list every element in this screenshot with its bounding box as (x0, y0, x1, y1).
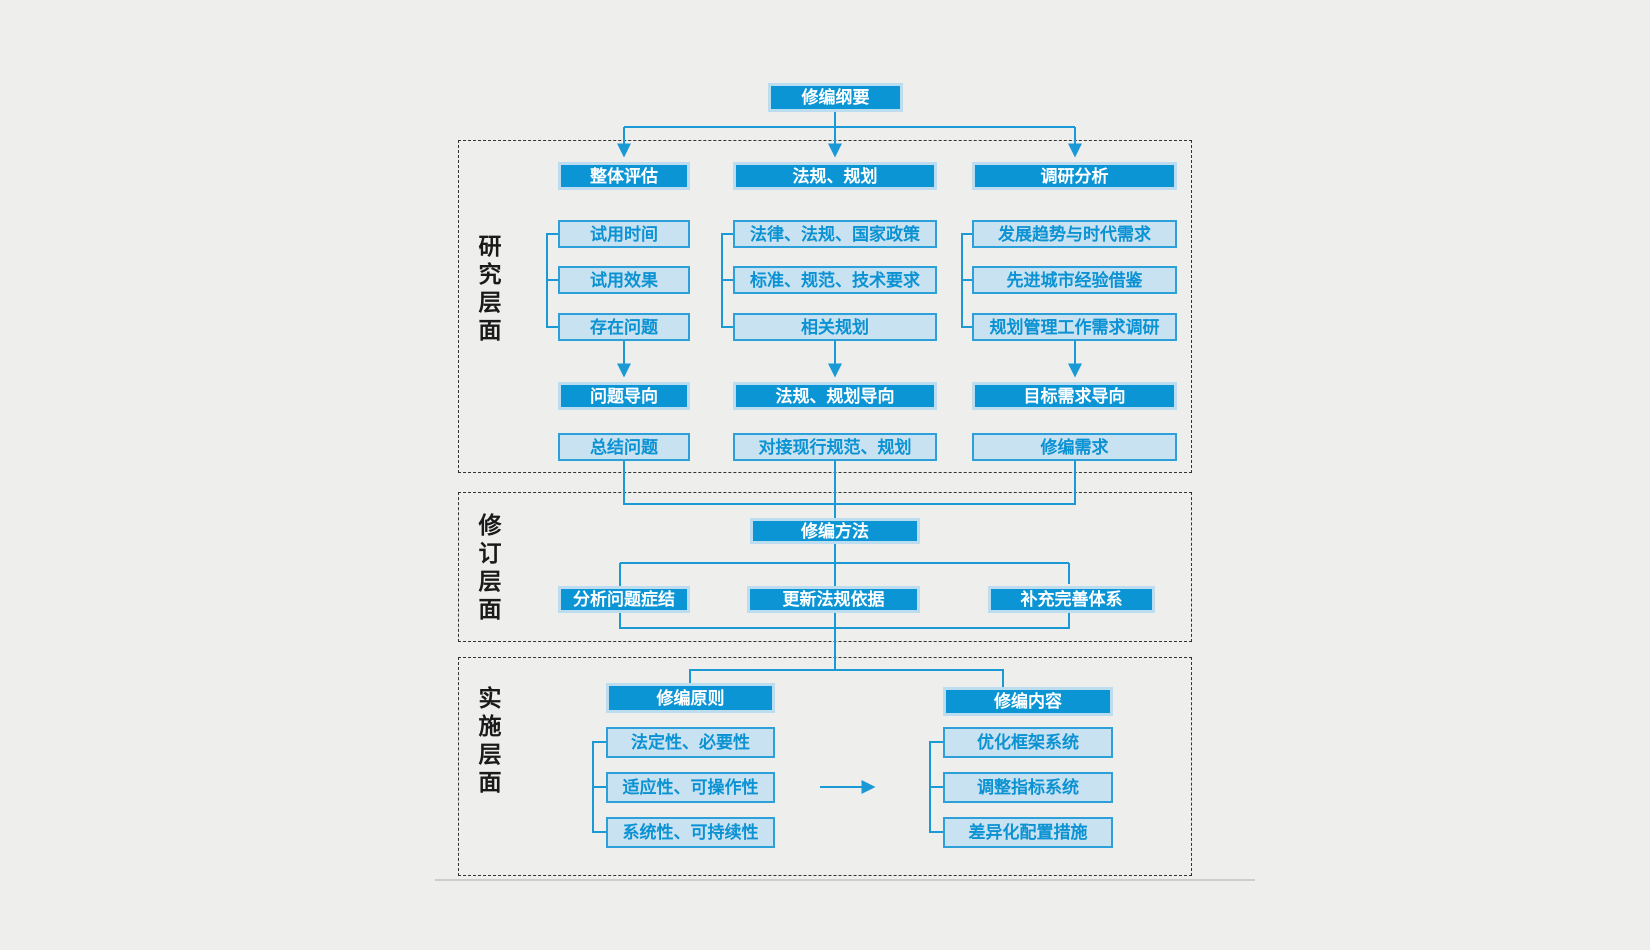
node-development-trends-demand: 发展趋势与时代需求 (972, 220, 1177, 248)
node-goal-demand-orientation: 目标需求导向 (972, 382, 1177, 410)
section-frame-implementation (458, 657, 1192, 876)
side-label-research-level: 研究层面 (475, 234, 501, 346)
side-label-revision-level: 修订层面 (475, 513, 501, 625)
node-laws-plans-orientation: 法规、规划导向 (733, 382, 937, 410)
node-problem-orientation: 问题导向 (558, 382, 690, 410)
node-advanced-city-experience: 先进城市经验借鉴 (972, 266, 1177, 294)
node-analyze-problem-crux: 分析问题症结 (558, 586, 690, 613)
node-update-legal-basis: 更新法规依据 (747, 586, 920, 613)
node-related-plans: 相关规划 (733, 313, 937, 341)
node-revision-method: 修编方法 (750, 518, 920, 544)
node-adaptability-operability: 适应性、可操作性 (606, 772, 775, 803)
node-trial-time: 试用时间 (558, 220, 690, 248)
node-revision-demand: 修编需求 (972, 433, 1177, 461)
node-planning-management-research: 规划管理工作需求调研 (972, 313, 1177, 341)
side-label-implementation-level: 实施层面 (475, 686, 501, 798)
node-revision-principles: 修编原则 (606, 683, 775, 713)
node-trial-effect: 试用效果 (558, 266, 690, 294)
node-systematic-sustainability: 系统性、可持续性 (606, 817, 775, 848)
node-legality-necessity: 法定性、必要性 (606, 727, 775, 758)
node-standards-specs-requirements: 标准、规范、技术要求 (733, 266, 937, 294)
node-supplement-system: 补充完善体系 (988, 586, 1155, 613)
node-laws-plans: 法规、规划 (733, 162, 937, 190)
bottom-divider-line (435, 879, 1255, 881)
node-revision-outline: 修编纲要 (768, 83, 903, 112)
node-align-current-standards: 对接现行规范、规划 (733, 433, 937, 461)
node-research-analysis: 调研分析 (972, 162, 1177, 190)
node-summarize-problems: 总结问题 (558, 433, 690, 461)
node-existing-problems: 存在问题 (558, 313, 690, 341)
node-differentiated-measures: 差异化配置措施 (943, 817, 1113, 848)
node-revision-content: 修编内容 (943, 687, 1113, 716)
section-frame-research (458, 140, 1192, 473)
node-adjust-indicator-system: 调整指标系统 (943, 772, 1113, 803)
node-optimize-framework-system: 优化框架系统 (943, 727, 1113, 758)
node-overall-evaluation: 整体评估 (558, 162, 690, 190)
section-frame-revision (458, 492, 1192, 642)
node-laws-regulations-policy: 法律、法规、国家政策 (733, 220, 937, 248)
